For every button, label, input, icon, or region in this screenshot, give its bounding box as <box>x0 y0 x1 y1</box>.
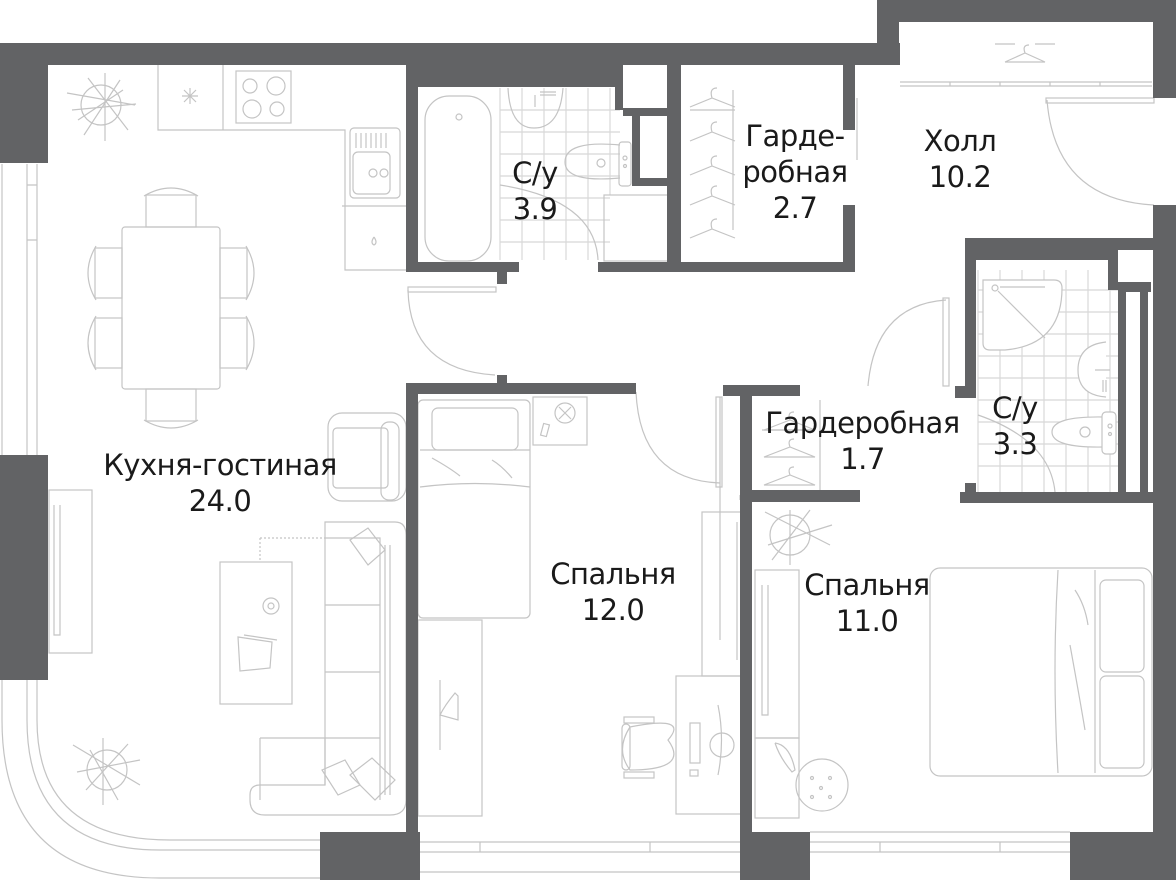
room-label-wardrobe-1: Гарде- робная 2.7 <box>725 118 865 226</box>
bathroom-tiles <box>499 88 620 260</box>
washbasin-icon <box>1077 341 1110 398</box>
room-name-line2: робная <box>742 155 848 189</box>
tv-stand-icon <box>48 489 93 654</box>
washing-machine-icon <box>603 194 669 262</box>
washbasin-icon <box>507 87 564 129</box>
kitchen-counter <box>157 64 406 271</box>
wardrobe-unit <box>417 619 483 817</box>
coffee-table-icon <box>219 537 325 705</box>
door-swing-icon <box>977 414 1056 493</box>
plant-icon <box>72 738 141 805</box>
room-name: Кухня-гостиная <box>103 448 337 482</box>
hanger-icon <box>762 400 821 492</box>
room-label-bedroom-2: Спальня 11.0 <box>782 567 952 639</box>
room-area: 10.2 <box>928 160 992 194</box>
room-name: С/у <box>512 156 558 190</box>
room-area: 1.7 <box>840 442 885 476</box>
toilet-icon <box>564 141 632 187</box>
room-label-bedroom-1: Спальня 12.0 <box>528 556 698 628</box>
door-swing-icon <box>1045 97 1155 206</box>
room-name: Гардеробная <box>765 406 960 440</box>
room-name: Спальня <box>804 568 930 602</box>
door-swing-icon <box>867 297 950 387</box>
ottoman-icon <box>774 742 849 812</box>
hanger-icon <box>689 87 736 239</box>
room-label-kitchen-living: Кухня-гостиная 24.0 <box>70 447 370 519</box>
door-swing-icon <box>635 391 723 488</box>
room-label-bathroom-1: С/у 3.9 <box>485 155 585 227</box>
room-area: 24.0 <box>188 484 252 518</box>
nightstand-icon <box>532 396 588 446</box>
room-name: Спальня <box>550 557 676 591</box>
room-label-bathroom-2: С/у 3.3 <box>965 390 1065 462</box>
wardrobe-unit <box>754 569 800 819</box>
sofa-icon <box>249 521 407 816</box>
room-name-line1: Гарде- <box>745 119 845 153</box>
door-swing-icon <box>407 286 497 376</box>
room-label-hall: Холл 10.2 <box>900 123 1020 195</box>
room-area: 2.7 <box>772 191 818 225</box>
desk-icon <box>675 675 747 815</box>
window-icon <box>1 124 1070 880</box>
room-area: 3.3 <box>992 427 1038 461</box>
room-name: Холл <box>923 124 997 158</box>
shower-icon <box>982 279 1063 351</box>
room-area: 3.9 <box>512 192 558 226</box>
hall-closet <box>900 43 1152 87</box>
plant-icon <box>764 509 833 565</box>
double-bed-icon <box>929 567 1153 777</box>
room-label-wardrobe-2: Гардеробная 1.7 <box>745 405 980 477</box>
door-swing-icon <box>499 184 599 261</box>
dining-table-icon <box>87 187 255 429</box>
single-bed-icon <box>417 399 531 619</box>
plant-icon <box>66 73 137 141</box>
office-chair-icon <box>621 716 675 779</box>
room-name: С/у <box>992 391 1038 425</box>
toilet-icon <box>1051 411 1117 455</box>
bathtub-icon <box>424 95 492 262</box>
room-area: 11.0 <box>835 604 899 638</box>
room-area: 12.0 <box>581 593 645 627</box>
shelf-unit <box>701 511 747 677</box>
